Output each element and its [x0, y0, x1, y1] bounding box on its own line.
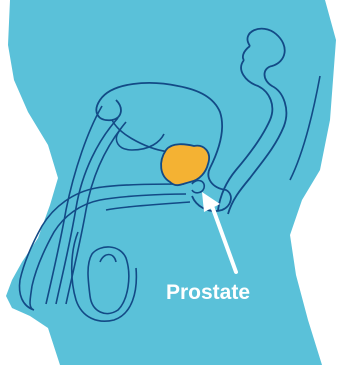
prostate-label: Prostate	[166, 281, 250, 304]
